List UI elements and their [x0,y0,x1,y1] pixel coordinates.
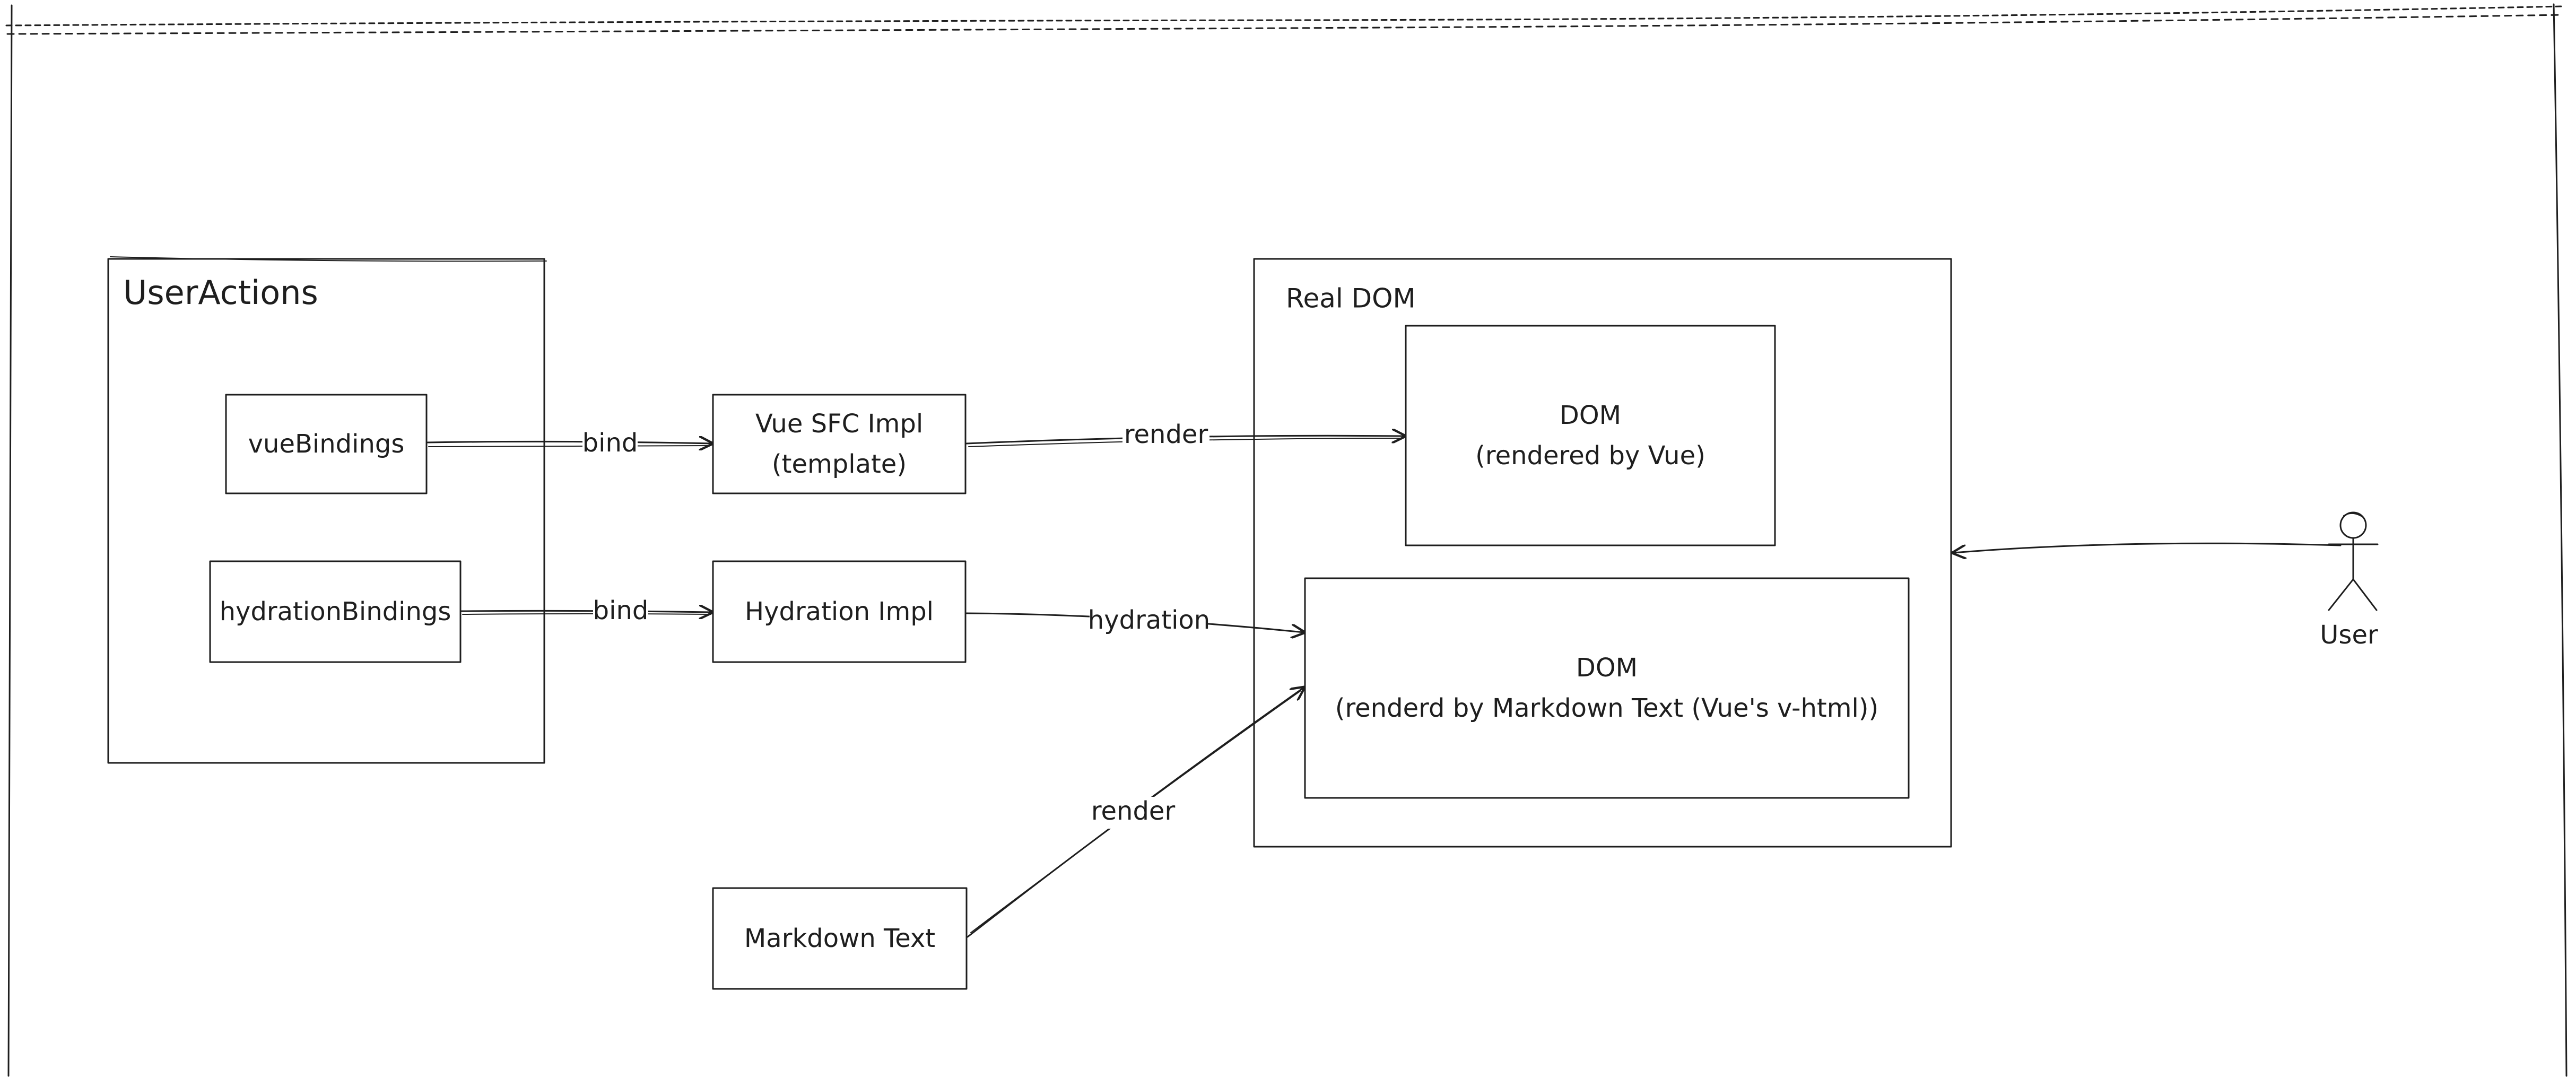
outer-frame-left-edge [7,4,13,1077]
node-hydration-impl-label: Hydration Impl [745,597,934,627]
group-user-actions-frame [107,258,545,764]
node-vue-bindings[interactable]: vueBindings [225,394,428,494]
outer-frame-right-edge [2553,3,2568,1077]
node-dom-vue-label-line1: DOM [1560,401,1621,430]
group-real-dom: Real DOM [1253,258,1952,848]
node-vue-bindings-label: vueBindings [248,429,405,459]
edge-bind-hydration-label: bind [593,596,649,625]
edge-render-markdown-label: render [1091,796,1176,826]
node-dom-markdown-label-line2: (renderd by Markdown Text (Vue's v-html)… [1335,693,1879,723]
edge-render-vue-label-bg [1122,420,1209,452]
actor-user-right-leg [2352,578,2378,611]
edge-user-to-real-dom [1953,542,2342,553]
group-user-actions-title: UserActions [123,273,318,312]
node-markdown-text[interactable]: Markdown Text [712,887,968,990]
node-vue-bindings-box[interactable] [225,394,428,494]
group-user-actions: UserActions [107,256,547,764]
actor-user-label: User [2320,620,2378,650]
node-dom-vue-box[interactable] [1405,325,1776,546]
node-dom-vue-label-line2: (rendered by Vue) [1475,441,1705,471]
node-dom-markdown[interactable]: DOM (renderd by Markdown Text (Vue's v-h… [1304,577,1910,799]
node-vue-sfc-impl-label-line1: Vue SFC Impl [755,409,923,439]
edge-render-markdown-label-bg [1089,797,1178,829]
edge-hydration-label: hydration [1088,605,1210,635]
edge-render-vue-label: render [1124,420,1208,449]
actor-user[interactable]: User [2320,511,2379,650]
group-real-dom-title: Real DOM [1286,283,1416,314]
outer-frame [5,3,2568,1077]
edges: bind bind render hydration render [427,420,2342,938]
actor-user-head-sketch [2343,512,2364,518]
group-real-dom-frame [1253,258,1952,848]
node-markdown-text-label: Markdown Text [744,924,935,953]
node-hydration-impl[interactable]: Hydration Impl [712,560,967,663]
edge-bind-hydration-label-bg [593,596,648,628]
node-vue-sfc-impl[interactable]: Vue SFC Impl (template) [712,394,967,494]
actor-user-left-leg [2328,578,2354,611]
edge-bind-vue-sketch [428,445,711,447]
node-hydration-bindings-box[interactable] [209,560,462,663]
edge-hydration-label-bg [1090,606,1207,638]
edge-bind-vue-label-bg [582,429,638,460]
node-dom-vue[interactable]: DOM (rendered by Vue) [1405,325,1776,546]
node-dom-markdown-label-line1: DOM [1576,653,1638,683]
node-hydration-impl-box[interactable] [712,560,967,663]
outer-frame-top-dashed [5,5,2563,27]
group-user-actions-sketch-line [110,256,547,262]
node-vue-sfc-impl-box[interactable] [712,394,967,494]
edge-bind-hydration [460,611,712,612]
node-hydration-bindings[interactable]: hydrationBindings [209,560,462,663]
node-dom-markdown-box[interactable] [1304,577,1910,799]
node-markdown-text-box[interactable] [712,887,968,990]
node-hydration-bindings-label: hydrationBindings [220,597,451,627]
outer-frame-top-dashed-2 [6,14,2563,35]
node-vue-sfc-impl-label-line2: (template) [772,449,907,479]
edge-bind-vue-label: bind [582,428,638,458]
edge-bind-vue [427,441,712,444]
